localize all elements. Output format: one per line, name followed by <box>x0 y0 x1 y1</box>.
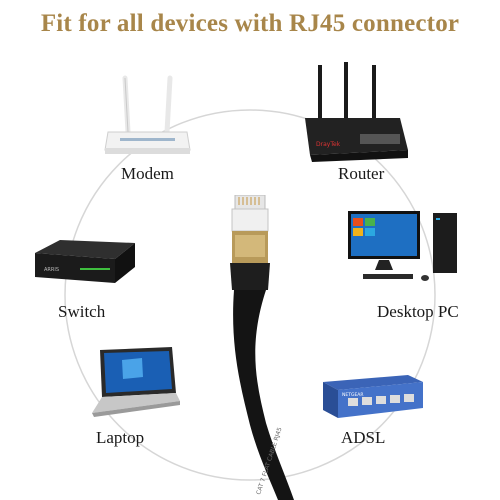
router-image: DrayTek <box>305 62 408 162</box>
svg-text:NETGEAR: NETGEAR <box>342 392 364 398</box>
svg-text:ARRIS: ARRIS <box>44 267 59 273</box>
laptop-image <box>92 347 180 417</box>
modem-label: Modem <box>121 164 174 183</box>
desktop-pc-image <box>348 211 457 281</box>
modem-image <box>104 75 191 154</box>
headline: Fit for all devices with RJ45 connector <box>40 10 460 37</box>
svg-text:DrayTek: DrayTek <box>316 141 341 148</box>
connection-ring <box>64 109 436 481</box>
adsl-label: ADSL <box>341 428 386 447</box>
laptop-label: Laptop <box>96 428 145 447</box>
switch-label: Switch <box>58 302 106 321</box>
ethernet-cable-image: CAT 7 FLAT CABLE RJ45 <box>230 195 294 500</box>
router-label: Router <box>338 164 385 183</box>
adsl-image: NETGEAR <box>323 375 423 418</box>
desktop-pc-label: Desktop PC <box>377 302 459 321</box>
switch-image: ARRIS <box>35 240 135 283</box>
